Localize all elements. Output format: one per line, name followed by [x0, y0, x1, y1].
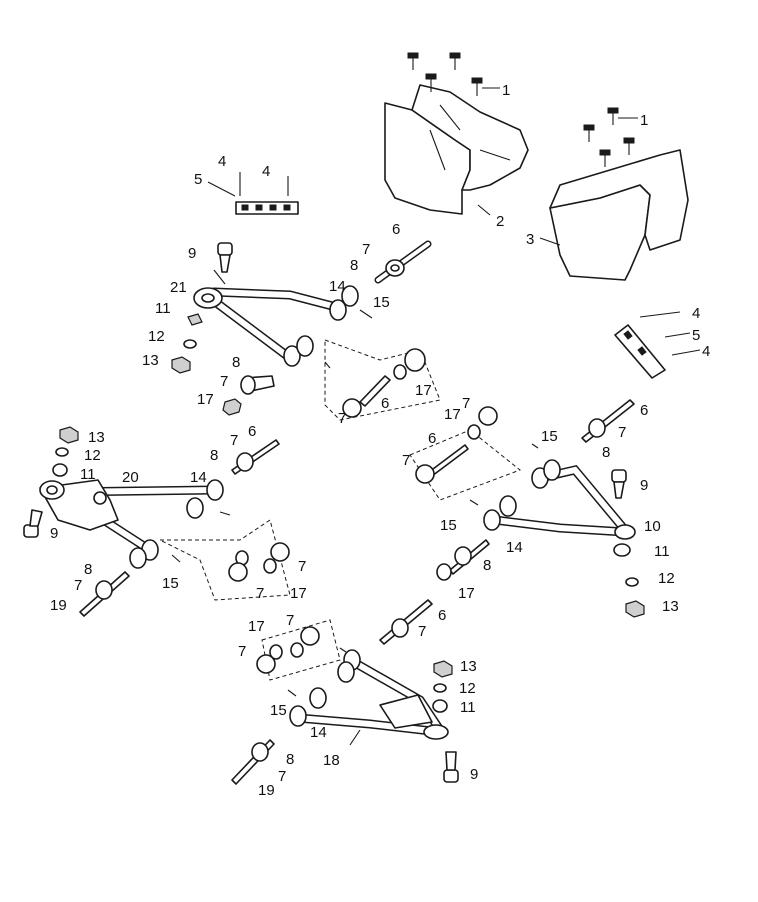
callout: 4 — [262, 163, 270, 180]
callout: 17 — [415, 382, 432, 399]
callout: 10 — [644, 518, 661, 535]
callout: 11 — [80, 466, 96, 483]
callout: 7 — [230, 432, 238, 449]
callout: 9 — [470, 766, 478, 783]
callout: 11 — [460, 699, 476, 716]
callout: 12 — [148, 328, 165, 345]
callout: 7 — [278, 768, 286, 785]
left-bushings — [159, 519, 291, 601]
callout: 17 — [248, 618, 265, 635]
callout: 11 — [155, 300, 171, 317]
lower-a-arm-part-10 — [483, 459, 636, 540]
callout: 21 — [170, 279, 187, 296]
callout: 8 — [232, 354, 240, 371]
bushing-14 — [283, 285, 359, 367]
front-guard-left-part-2 — [384, 84, 529, 216]
upper-bushings-right — [324, 309, 441, 421]
callout: 13 — [460, 658, 477, 675]
ball-joint-part-9-left — [23, 509, 43, 538]
callout: 8 — [350, 257, 358, 274]
callout: 12 — [84, 447, 101, 464]
callout: 5 — [194, 171, 202, 188]
bracket-part-5-upper — [207, 172, 299, 215]
callout: 19 — [258, 782, 275, 799]
callout: 17 — [197, 391, 214, 408]
callout: 20 — [122, 469, 139, 486]
small-parts-upper-left — [171, 313, 275, 416]
callout: 7 — [462, 395, 470, 412]
callout: 6 — [248, 423, 256, 440]
callout: 6 — [381, 395, 389, 412]
callout: 7 — [402, 452, 410, 469]
ball-joint-part-9-upper — [213, 242, 233, 285]
callout: 19 — [50, 597, 67, 614]
callout: 8 — [483, 557, 491, 574]
callout: 9 — [50, 525, 58, 542]
callout: 15 — [541, 428, 558, 445]
right-side-parts — [409, 399, 645, 618]
callout: 7 — [74, 577, 82, 594]
callout: 17 — [444, 406, 461, 423]
callout: 12 — [658, 570, 675, 587]
callout: 2 — [496, 213, 504, 230]
callout: 17 — [458, 585, 475, 602]
callout: 8 — [286, 751, 294, 768]
callout: 4 — [702, 343, 710, 360]
lower-a-arm-part-18 — [289, 649, 449, 740]
callout: 14 — [506, 539, 523, 556]
callout: 7 — [238, 643, 246, 660]
callout: 7 — [338, 410, 346, 427]
callout: 13 — [88, 429, 105, 446]
bushing-14-bottom — [289, 649, 361, 727]
callout: 17 — [290, 585, 307, 602]
callout: 8 — [602, 444, 610, 461]
callout: 7 — [418, 623, 426, 640]
callout: 11 — [654, 543, 670, 560]
upper-a-arm-part-21 — [193, 285, 359, 367]
callout: 4 — [218, 153, 226, 170]
callout: 4 — [692, 305, 700, 322]
callout: 6 — [640, 402, 648, 419]
bracket-part-5-right — [614, 311, 701, 379]
bushing-14-left — [129, 479, 224, 569]
bolt-part-6-upper — [374, 240, 432, 284]
callout: 15 — [373, 294, 390, 311]
callout: 3 — [526, 231, 534, 248]
callout: 6 — [428, 430, 436, 447]
callout: 8 — [210, 447, 218, 464]
callout: 7 — [298, 558, 306, 575]
front-guard-right-part-3 — [539, 149, 689, 281]
bottom-parts — [231, 599, 459, 785]
callout: 6 — [392, 221, 400, 238]
guard-screws-part-1 — [407, 52, 638, 167]
callout: 15 — [162, 575, 179, 592]
lower-a-arm-part-20 — [39, 479, 224, 569]
bushing-14-right — [483, 459, 561, 531]
callout: 15 — [440, 517, 457, 534]
callout: 18 — [323, 752, 340, 769]
callout: 8 — [84, 561, 92, 578]
callout: 14 — [190, 469, 207, 486]
callout: 13 — [662, 598, 679, 615]
callout: 7 — [362, 241, 370, 258]
callout-labels: 1 1 2 3 4 4 5 4 5 4 9 21 6 7 8 14 15 11 … — [50, 82, 710, 799]
callout: 7 — [286, 612, 294, 629]
callout: 14 — [310, 724, 327, 741]
callout: 13 — [142, 352, 159, 369]
callout: 6 — [438, 607, 446, 624]
callout: 7 — [618, 424, 626, 441]
callout: 1 — [502, 82, 510, 99]
callout: 9 — [188, 245, 196, 262]
callout: 14 — [329, 278, 346, 295]
callout: 12 — [459, 680, 476, 697]
callout: 7 — [220, 373, 228, 390]
callout: 7 — [256, 585, 264, 602]
callout: 5 — [692, 327, 700, 344]
callout: 15 — [270, 702, 287, 719]
small-parts-left — [52, 426, 280, 617]
callout: 9 — [640, 477, 648, 494]
callout: 1 — [640, 112, 648, 129]
